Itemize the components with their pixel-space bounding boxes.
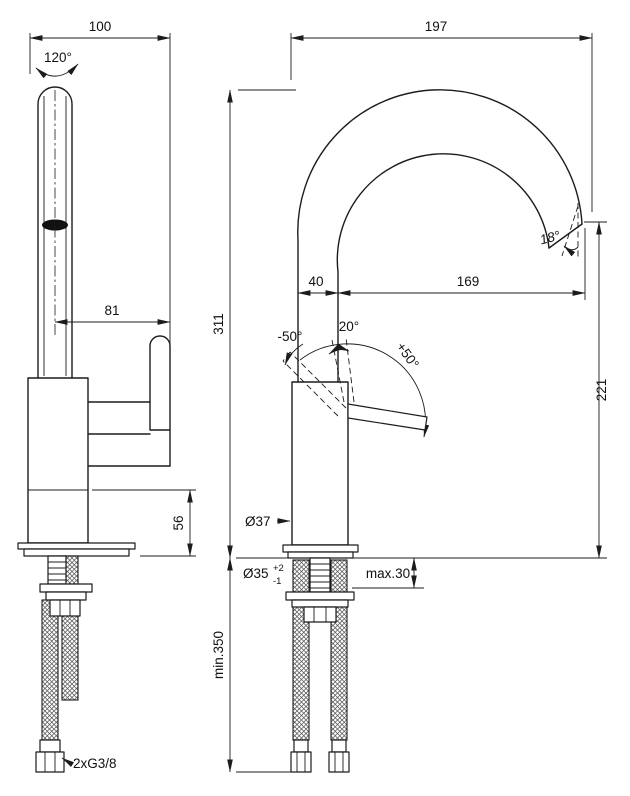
angle-mid-label: 20° (339, 319, 359, 334)
hose-right (330, 559, 348, 741)
base-plate-front (287, 551, 354, 559)
spout-side-view (37, 86, 73, 379)
outlet-height-label: 221 (594, 379, 609, 402)
hose-length-dim: min.350 (211, 557, 300, 773)
deck-thickness-label: max.30 (366, 566, 410, 581)
hose-left-collar (293, 739, 309, 753)
total-height-label: 311 (211, 313, 226, 335)
tip-angle-label: 18° (538, 228, 562, 248)
left-dim-base-height: 56 (92, 489, 196, 557)
left-dim-reach-label: 81 (104, 303, 119, 318)
mounting-washer (45, 591, 87, 601)
reach-dims: 40 169 (297, 228, 586, 300)
hose-length-label: min.350 (211, 631, 226, 679)
mounting-nut (49, 599, 81, 617)
right-view: 197 18° 40 169 311 (211, 19, 609, 773)
right-dim-width: 197 (290, 19, 593, 212)
swivel-angle-label: 120° (44, 50, 72, 65)
connection-annotation: 2xG3/8 (61, 756, 117, 771)
spout-inner-curve (336, 153, 550, 383)
dim-reach-label: 169 (457, 274, 480, 289)
spout-outer-curve (297, 89, 583, 383)
mounting-bracket (39, 583, 93, 593)
base-flange-front (282, 544, 359, 553)
left-view: 100 120° 81 (17, 19, 196, 773)
base-front (236, 544, 607, 589)
deck-thickness-dim: max.30 (366, 557, 417, 589)
hoses-front-view (285, 557, 355, 773)
hose-end-nut (35, 751, 65, 773)
spout-outline (37, 86, 73, 379)
hose-right-nut (328, 751, 350, 773)
outlet-height-dim: 221 (584, 221, 609, 559)
swivel-angle-annotation: 120° (35, 50, 79, 79)
body-side-view (17, 335, 171, 557)
handle-lever-front (347, 403, 428, 431)
body-diameter-annotation: Ø37 (245, 514, 291, 529)
hose-right-collar (331, 739, 347, 753)
spout-outlet-face (548, 223, 583, 249)
hole-diameter-label: Ø35 (243, 566, 269, 581)
body-front-outline (291, 381, 349, 546)
mounting-bracket-front (285, 591, 355, 601)
total-height-dim: 311 (211, 89, 296, 559)
left-dim-base-height-label: 56 (171, 515, 186, 530)
spout-front-view (297, 89, 583, 383)
handle-lever-side (149, 335, 171, 467)
base-flange (17, 542, 136, 550)
base-plate (23, 548, 130, 557)
threaded-shank-front (309, 557, 331, 593)
mounting-nut-front (303, 606, 337, 623)
right-dim-width-label: 197 (425, 19, 448, 34)
angle-plus-label: +50° (393, 340, 422, 372)
connection-label: 2xG3/8 (73, 756, 117, 771)
body-outline (27, 377, 89, 544)
angle-minus-label: -50° (278, 329, 303, 344)
body-diameter-label: Ø37 (245, 514, 271, 529)
left-dim-width-label: 100 (89, 19, 112, 34)
left-dim-reach: 81 (54, 303, 171, 325)
dim-offset-label: 40 (308, 274, 323, 289)
hose-left (292, 559, 310, 741)
hose-end-collar (39, 739, 61, 753)
handle-housing (87, 401, 171, 467)
tip-angle-annotation: 18° (538, 203, 579, 260)
tolerance-plus-label: +2 (273, 563, 284, 574)
tolerance-minus-label: -1 (273, 576, 281, 587)
left-dim-width: 100 (29, 19, 171, 345)
hose-left-nut (290, 751, 312, 773)
hose-front (41, 599, 59, 741)
hoses-side-view (35, 555, 93, 773)
handle-annotations: -50° 20° +50° (278, 319, 430, 438)
mounting-washer-front (291, 599, 349, 608)
logo-marker (42, 219, 68, 231)
